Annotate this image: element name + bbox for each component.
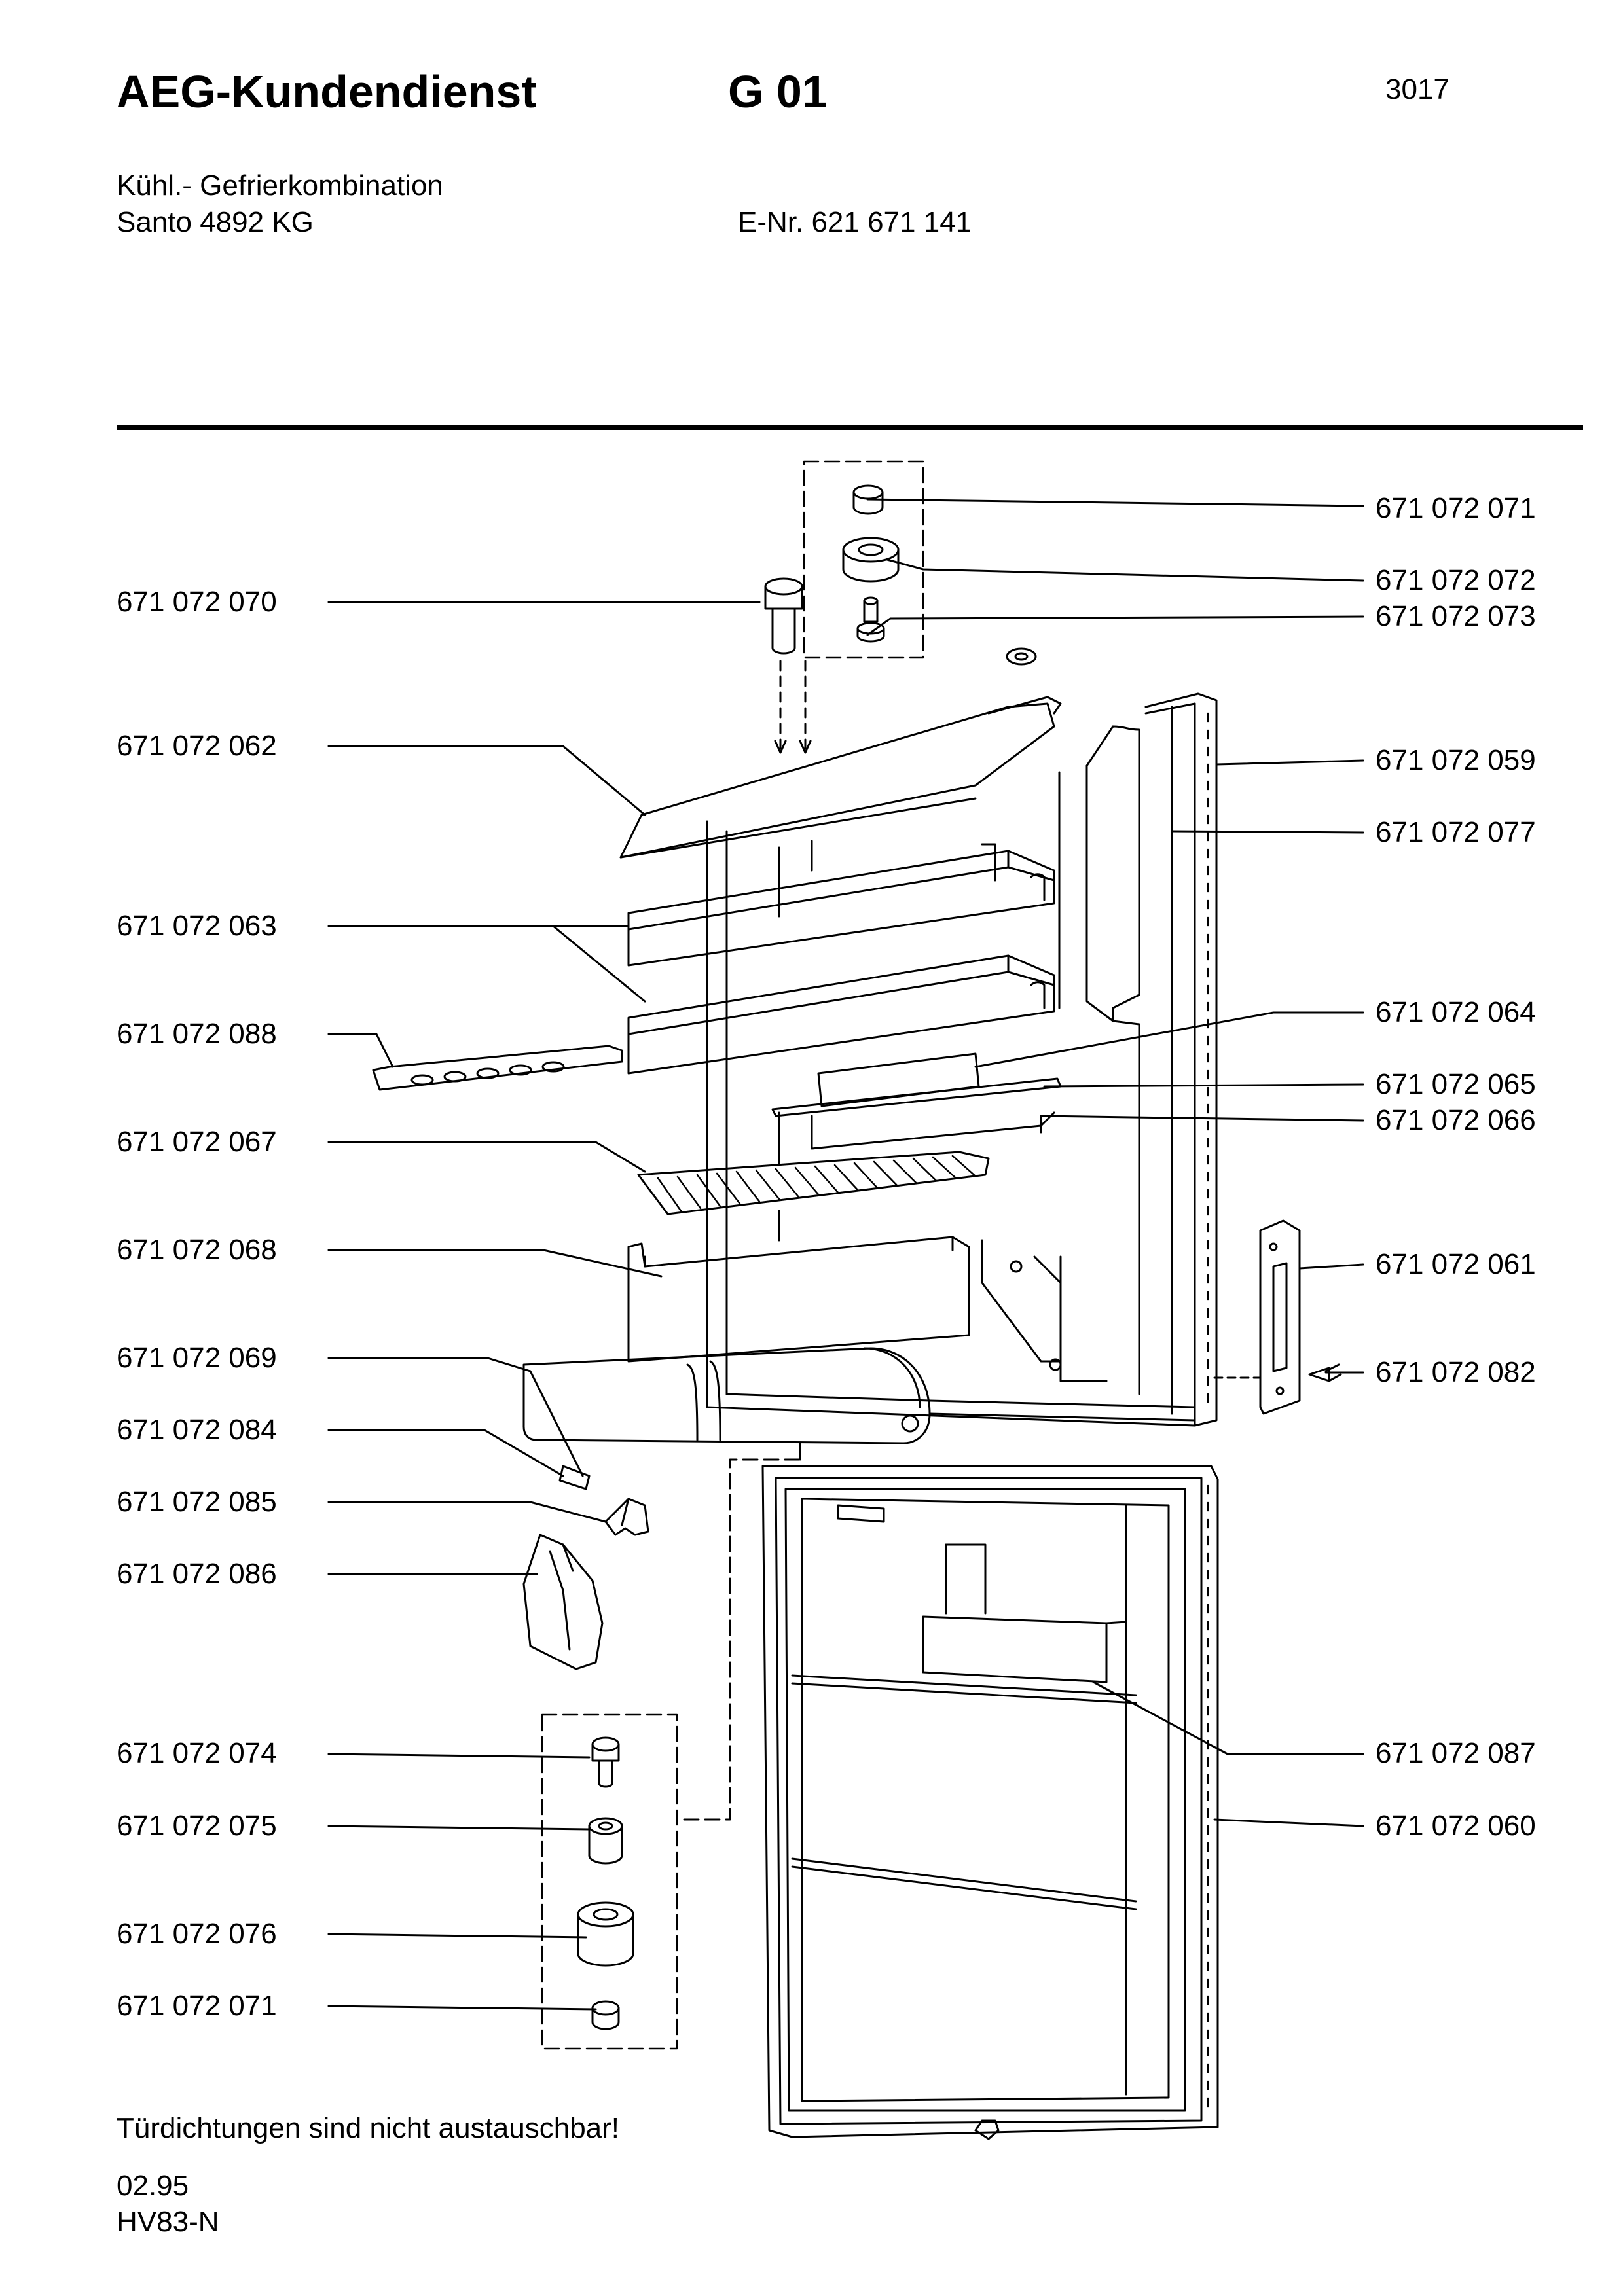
product-type: Kühl.- Gefrierkombination bbox=[117, 170, 443, 202]
part-label: 671 072 066 bbox=[1376, 1104, 1536, 1136]
part-label: 671 072 073 bbox=[1376, 600, 1536, 632]
product-model: Santo 4892 KG bbox=[117, 206, 314, 238]
bottom-hinge-group bbox=[541, 1442, 801, 2050]
egg-tray-088 bbox=[372, 1045, 623, 1091]
part-label: 671 072 068 bbox=[117, 1234, 277, 1266]
part-label: 671 072 059 bbox=[1376, 744, 1536, 776]
door-bin-068 bbox=[627, 1236, 970, 1363]
grille-067 bbox=[637, 1151, 990, 1215]
part-label: 671 072 060 bbox=[1376, 1810, 1536, 1842]
part-label: 671 072 070 bbox=[117, 586, 277, 618]
pin-084 bbox=[529, 1370, 591, 1490]
part-label: 671 072 067 bbox=[117, 1126, 277, 1158]
screw-070 bbox=[764, 577, 1037, 754]
part-label: 671 072 069 bbox=[117, 1342, 277, 1374]
door-shelf-063-upper bbox=[627, 850, 1055, 967]
lower-door-060 bbox=[761, 1465, 1219, 2140]
top-cover-062 bbox=[619, 696, 1062, 859]
top-hinge-group bbox=[803, 460, 924, 659]
small-shelf-064 bbox=[771, 1052, 1062, 1150]
part-label: 671 072 084 bbox=[117, 1414, 277, 1446]
part-label: 671 072 071 bbox=[117, 1990, 277, 2022]
part-label: 671 072 071 bbox=[1376, 492, 1536, 524]
part-label: 671 072 077 bbox=[1376, 816, 1536, 848]
part-label: 671 072 085 bbox=[117, 1486, 277, 1518]
e-number: E-Nr. 621 671 141 bbox=[738, 206, 972, 238]
footer-ref: HV83-N bbox=[117, 2206, 219, 2238]
part-label: 671 072 074 bbox=[117, 1737, 277, 1769]
footer-date: 02.95 bbox=[117, 2170, 189, 2202]
page-number: 3017 bbox=[1385, 73, 1450, 105]
handle-061 bbox=[1213, 1219, 1342, 1415]
document-code: G 01 bbox=[728, 66, 828, 117]
part-label: 671 072 065 bbox=[1376, 1068, 1536, 1100]
header-rule bbox=[117, 425, 1583, 430]
leader-lines-right bbox=[866, 498, 1364, 1827]
leader-lines-left bbox=[327, 601, 761, 2011]
upper-door bbox=[706, 692, 1218, 1427]
cover-086 bbox=[522, 1534, 604, 1670]
part-label: 671 072 062 bbox=[117, 730, 277, 762]
bin-cover-069 bbox=[522, 1347, 931, 1444]
part-label: 671 072 063 bbox=[117, 910, 277, 942]
part-label: 671 072 061 bbox=[1376, 1248, 1536, 1280]
part-label: 671 072 082 bbox=[1376, 1356, 1536, 1388]
part-label: 671 072 088 bbox=[117, 1018, 277, 1050]
part-label: 671 072 064 bbox=[1376, 996, 1536, 1028]
door-shelf-063-lower bbox=[627, 954, 1055, 1075]
part-label: 671 072 087 bbox=[1376, 1737, 1536, 1769]
gasket-note: Türdichtungen sind nicht austauschbar! bbox=[117, 2112, 620, 2144]
bracket-085 bbox=[604, 1498, 649, 1536]
document-title: AEG-Kundendienst bbox=[117, 66, 537, 117]
part-label: 671 072 086 bbox=[117, 1558, 277, 1590]
part-label: 671 072 075 bbox=[117, 1810, 277, 1842]
part-label: 671 072 076 bbox=[117, 1918, 277, 1950]
part-label: 671 072 072 bbox=[1376, 564, 1536, 596]
